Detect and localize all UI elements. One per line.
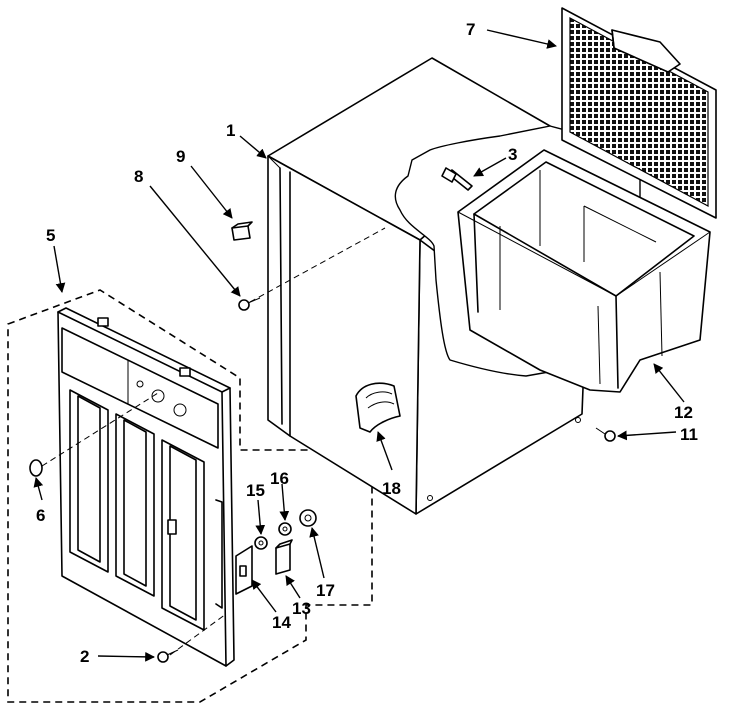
part-9-clip [231, 221, 253, 241]
part-13-strike [275, 539, 293, 575]
part-16-washer [278, 522, 292, 536]
callout-18: 18 [382, 479, 401, 498]
callout-5: 5 [46, 226, 55, 245]
callout-13: 13 [292, 599, 311, 618]
alignment-line-2 [169, 613, 227, 656]
callout-3: 3 [508, 145, 517, 164]
alignment-line-6 [41, 392, 159, 467]
callout-9: 9 [176, 147, 185, 166]
callout-16: 16 [270, 469, 289, 488]
callout-12: 12 [674, 403, 693, 422]
part-11-screw [595, 427, 616, 442]
alignment-line-8 [249, 227, 386, 303]
leader-arrows [33, 29, 685, 662]
part-3-screw [441, 167, 473, 191]
part-2-screw [157, 649, 179, 663]
part-14-latch [235, 545, 253, 595]
part-6-button [29, 459, 43, 477]
callout-8: 8 [134, 167, 143, 186]
part-15-washer [254, 536, 268, 550]
door-assembly-outline [7, 289, 373, 703]
part-17-nut [299, 509, 317, 527]
callout-7: 7 [466, 20, 475, 39]
callout-labels: 1 2 3 5 6 7 8 9 11 12 13 14 15 16 17 18 [36, 20, 698, 666]
door-panel [57, 307, 235, 667]
part-8-screw [238, 297, 261, 311]
callout-17: 17 [316, 581, 335, 600]
callout-6: 6 [36, 506, 45, 525]
callout-2: 2 [80, 647, 89, 666]
callout-1: 1 [226, 121, 235, 140]
callout-14: 14 [272, 613, 291, 632]
callout-15: 15 [246, 481, 265, 500]
lid-grille [561, 7, 717, 219]
tub [457, 149, 711, 393]
part-18-bracket [355, 382, 401, 433]
callout-11: 11 [680, 425, 698, 444]
